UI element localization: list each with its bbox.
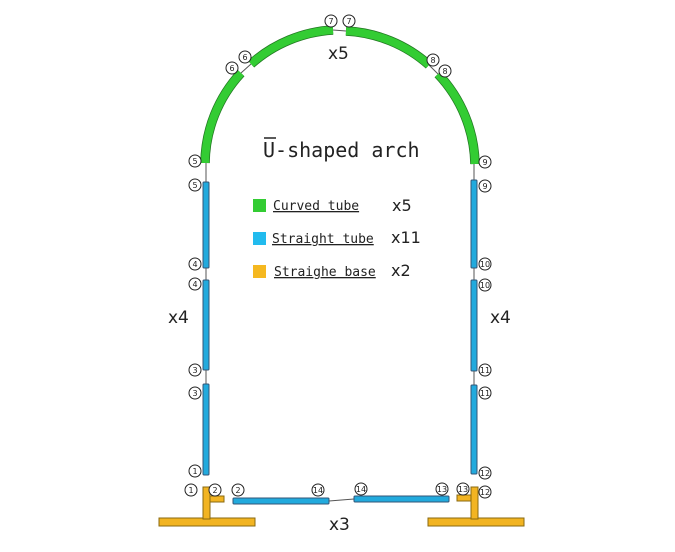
bottom-tube-2: [353, 495, 450, 503]
legend: Curved tube x5 Straight tube x11 Straigh…: [253, 196, 421, 280]
bottom-count: x3: [329, 515, 350, 535]
left-tube-1: [202, 181, 210, 269]
connection-marker-label: 3: [192, 366, 197, 375]
connection-marker-label: 4: [192, 260, 197, 269]
connection-marker-10: 10: [478, 278, 492, 292]
connection-marker-label: 1: [188, 486, 193, 495]
connection-marker-label: 9: [482, 182, 487, 191]
right-tube-2: [470, 279, 478, 372]
bottom-tube-1: [232, 497, 330, 505]
right-straight-tubes: [470, 164, 478, 475]
connection-marker-label: 5: [192, 181, 197, 190]
connection-marker-label: 14: [313, 486, 323, 495]
connection-marker-label: 8: [442, 67, 447, 76]
right-tube-3: [470, 384, 478, 475]
bottom-straight-tubes: [232, 495, 450, 505]
connection-marker-9: 9: [478, 155, 492, 169]
connection-marker-7: 7: [324, 14, 338, 28]
connection-marker-label: 10: [480, 260, 490, 269]
right-base: [427, 486, 525, 527]
connection-marker-2: 2: [208, 483, 222, 497]
connection-marker-3: 3: [188, 386, 202, 400]
legend-count-curved: x5: [392, 196, 412, 215]
right-count: x4: [490, 308, 511, 328]
curved-tube-1: [201, 70, 244, 164]
connection-marker-8: 8: [426, 53, 440, 67]
connection-marker-label: 14: [356, 485, 366, 494]
connection-marker-label: 8: [430, 56, 435, 65]
connection-marker-1: 1: [188, 464, 202, 478]
connection-marker-14: 14: [311, 483, 325, 497]
connection-marker-label: 13: [437, 485, 447, 494]
connection-marker-2: 2: [231, 483, 245, 497]
left-straight-tubes: [202, 163, 210, 476]
connection-marker-label: 9: [482, 158, 487, 167]
connection-marker-13: 13: [456, 482, 470, 496]
legend-swatch-base: [253, 265, 266, 278]
connection-marker-label: 5: [192, 157, 197, 166]
connection-marker-label: 12: [480, 469, 490, 478]
connection-marker-label: 6: [242, 53, 247, 62]
connection-marker-14: 14: [354, 482, 368, 496]
left-tube-2: [202, 279, 210, 371]
arch-count: x5: [328, 44, 349, 64]
legend-swatch-straight: [253, 232, 266, 245]
connection-marker-6: 6: [238, 50, 252, 64]
connection-marker-5: 5: [188, 178, 202, 192]
connection-marker-7: 7: [342, 14, 356, 28]
connection-marker-1: 1: [184, 483, 198, 497]
connection-marker-label: 3: [192, 389, 197, 398]
connection-marker-label: 4: [192, 280, 197, 289]
connection-marker-label: 1: [192, 467, 197, 476]
connection-marker-label: 2: [235, 486, 240, 495]
legend-count-straight: x11: [391, 228, 421, 247]
connection-marker-12: 12: [478, 485, 492, 499]
connection-marker-label: 11: [480, 366, 490, 375]
curved-tube-2: [248, 26, 334, 68]
connection-marker-10: 10: [478, 257, 492, 271]
connection-marker-label: 2: [212, 486, 217, 495]
connection-marker-8: 8: [438, 64, 452, 78]
connection-marker-4: 4: [188, 277, 202, 291]
connection-marker-6: 6: [225, 61, 239, 75]
connection-marker-label: 12: [480, 488, 490, 497]
left-tube-3: [202, 383, 210, 476]
legend-label-straight: Straight tube: [272, 232, 374, 247]
right-tube-1: [470, 179, 478, 269]
connection-marker-label: 7: [328, 17, 333, 26]
connection-marker-label: 11: [480, 389, 490, 398]
connection-marker-4: 4: [188, 257, 202, 271]
diagram-title: U-shaped arch: [263, 138, 420, 162]
legend-label-base: Straighe base: [274, 265, 376, 280]
curved-tube-4: [435, 71, 479, 165]
curved-tube-3: [345, 27, 432, 69]
connection-marker-label: 10: [480, 281, 490, 290]
connection-marker-9: 9: [478, 179, 492, 193]
connection-marker-label: 13: [458, 485, 468, 494]
connection-marker-13: 13: [435, 482, 449, 496]
connection-marker-5: 5: [188, 154, 202, 168]
connection-marker-label: 6: [229, 64, 234, 73]
connection-marker-label: 7: [346, 17, 351, 26]
legend-swatch-curved: [253, 199, 266, 212]
connection-marker-12: 12: [478, 466, 492, 480]
connection-marker-11: 11: [478, 363, 492, 377]
left-base: [158, 486, 256, 527]
arch-curved-tubes: [200, 25, 480, 165]
connection-marker-11: 11: [478, 386, 492, 400]
legend-label-curved: Curved tube: [273, 199, 359, 214]
connection-marker-3: 3: [188, 363, 202, 377]
legend-count-base: x2: [391, 261, 411, 280]
left-count: x4: [168, 308, 189, 328]
